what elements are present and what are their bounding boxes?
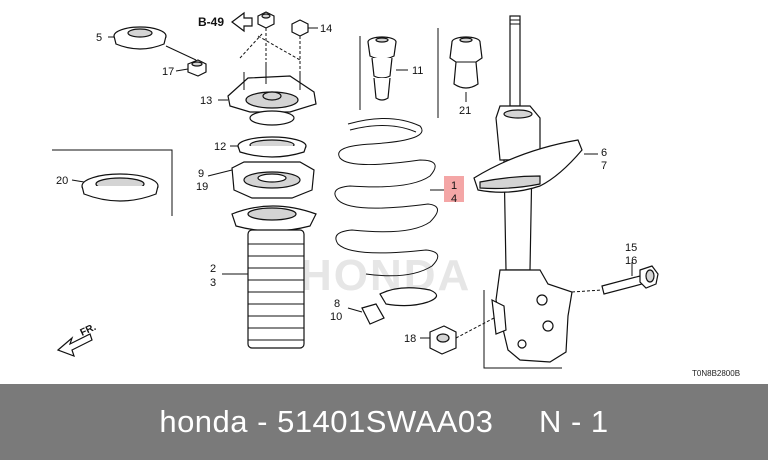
front-arrow-icon bbox=[56, 333, 93, 358]
callout-2: 2 bbox=[210, 263, 216, 275]
callout-19: 19 bbox=[196, 181, 208, 193]
parts-diagram-svg: HONDA 5 17 B-49 bbox=[52, 11, 740, 378]
front-label: FR. bbox=[79, 322, 98, 339]
bolt-line-15 bbox=[571, 289, 603, 293]
callout-8: 8 bbox=[334, 298, 340, 310]
part-spring-seat bbox=[231, 161, 315, 199]
part-nut-14 bbox=[291, 19, 309, 37]
callout-7: 7 bbox=[601, 160, 607, 172]
leader-20 bbox=[71, 179, 85, 183]
part-top-nut bbox=[257, 11, 275, 29]
callout-11: 11 bbox=[412, 65, 423, 77]
part-bump-stop bbox=[367, 36, 397, 101]
callout-17: 17 bbox=[162, 66, 174, 78]
parts-diagram: HONDA 5 17 B-49 bbox=[52, 11, 741, 378]
part-bump-stop-21 bbox=[449, 36, 483, 89]
part-bearing bbox=[237, 136, 307, 158]
callout-13: 13 bbox=[200, 95, 212, 107]
section-ref: B-49 bbox=[198, 15, 224, 29]
part-dust-boot bbox=[231, 205, 317, 349]
callout-20: 20 bbox=[56, 175, 68, 187]
part-number-caption: honda - 51401SWAA03 N - 1 bbox=[159, 404, 609, 439]
footer-bar: honda - 51401SWAA03 N - 1 bbox=[0, 384, 768, 460]
callout-18: 18 bbox=[404, 333, 416, 345]
callout-9: 9 bbox=[198, 168, 204, 180]
part-strut bbox=[473, 15, 583, 363]
callout-6: 6 bbox=[601, 147, 607, 159]
callout-14: 14 bbox=[320, 23, 332, 35]
callout-1: 1 bbox=[451, 180, 457, 192]
part-nut-17 bbox=[187, 59, 207, 77]
callout-21: 21 bbox=[459, 105, 471, 117]
callout-5: 5 bbox=[96, 32, 102, 44]
leader-17 bbox=[175, 68, 189, 72]
part-lower-seat bbox=[81, 173, 159, 202]
ref-arrow-icon bbox=[231, 11, 253, 33]
bolt-line-18 bbox=[455, 317, 495, 339]
callout-12: 12 bbox=[214, 141, 226, 153]
part-nut-18 bbox=[429, 325, 457, 355]
leader-8 bbox=[347, 307, 363, 313]
leader-9 bbox=[207, 169, 233, 177]
callout-10: 10 bbox=[330, 311, 342, 323]
callout-15: 15 bbox=[625, 242, 637, 254]
highlight-marker bbox=[444, 176, 464, 202]
strut-bracket bbox=[483, 290, 562, 369]
part-coil-spring bbox=[334, 117, 439, 277]
callout-16: 16 bbox=[625, 255, 637, 267]
part-upper-mount bbox=[227, 62, 317, 126]
part-spring-pad bbox=[361, 287, 438, 325]
inset-frame bbox=[52, 149, 173, 216]
callout-3: 3 bbox=[210, 277, 216, 289]
callout-4: 4 bbox=[451, 193, 457, 205]
part-cap bbox=[113, 26, 167, 50]
leader-17b bbox=[165, 45, 197, 61]
bolt-line-a bbox=[239, 33, 263, 59]
diagram-code: T0N8B2800B bbox=[692, 369, 740, 378]
part-bolt bbox=[601, 265, 659, 295]
bolt-line-c bbox=[257, 35, 301, 61]
